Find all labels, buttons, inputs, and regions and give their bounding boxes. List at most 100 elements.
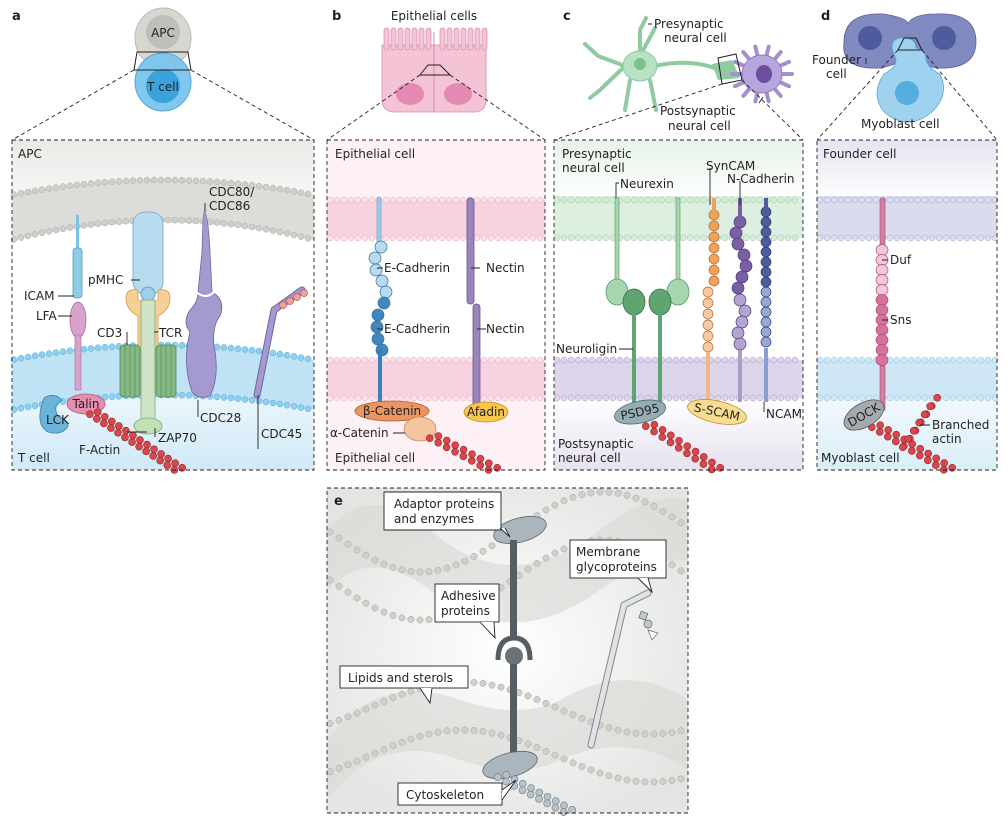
lipid-head — [335, 716, 343, 724]
lipid-head — [438, 356, 446, 364]
lipid-head — [213, 393, 221, 401]
lipid-head — [956, 356, 964, 364]
lipid-head — [403, 196, 411, 204]
lipid-head — [347, 234, 355, 242]
lipid-head — [10, 191, 18, 198]
lipid-head — [424, 394, 432, 402]
lipid-head — [438, 234, 446, 242]
postsynaptic-neuron — [730, 44, 794, 104]
lipid-head — [991, 356, 999, 364]
myoblast-region-label: Myoblast cell — [821, 451, 900, 465]
lipid-head — [830, 234, 838, 242]
lipid-head — [501, 196, 509, 204]
domain-bead — [369, 263, 383, 277]
f-actin-filament — [641, 420, 725, 474]
actin-bead — [467, 457, 476, 465]
lipid-head — [38, 229, 46, 237]
lipid-head — [977, 234, 985, 242]
lipid-head — [66, 182, 74, 189]
lipid-head — [122, 217, 130, 225]
lipid-head — [777, 234, 785, 242]
lipid-head — [865, 234, 873, 242]
actin-bead — [476, 461, 485, 470]
actin-bead — [108, 417, 116, 426]
lipid-head — [10, 236, 18, 243]
lipid-head — [742, 356, 750, 364]
lipid-head — [344, 588, 352, 596]
microvillus — [481, 27, 488, 51]
lipid-head — [587, 489, 595, 497]
postsynaptic-region-label-2: neural cell — [558, 451, 621, 465]
lipid-head — [551, 501, 559, 509]
lipid-head — [581, 234, 589, 242]
syncam-protein — [702, 198, 720, 402]
lipid-head — [396, 234, 404, 242]
lfa-label: LFA — [36, 309, 57, 323]
microvillus — [397, 27, 404, 51]
lipid-head — [872, 196, 880, 204]
lipid-head — [501, 356, 509, 364]
lipid-head — [542, 506, 550, 514]
myoblast-overview-label: Myoblast cell — [861, 117, 940, 131]
lipid-head — [171, 176, 179, 184]
lipid-head — [970, 234, 978, 242]
domain-bead — [708, 275, 720, 287]
lipid-head — [560, 497, 568, 505]
actin-bead — [658, 433, 667, 441]
lipid-head — [542, 554, 550, 562]
cytoskeleton-label: Cytoskeleton — [406, 788, 484, 802]
lipid-head — [371, 749, 379, 757]
lipid-head — [830, 196, 838, 204]
lipid-head — [354, 234, 362, 242]
lipid-head — [101, 219, 109, 227]
domain-bead — [702, 319, 714, 331]
lower-membrane — [327, 360, 545, 398]
actin-bead — [707, 465, 716, 474]
lipid-head — [164, 176, 172, 184]
lipid-head — [220, 179, 228, 186]
zoom-box — [897, 37, 923, 51]
cdc45-protein — [253, 286, 308, 399]
lipid-head — [115, 178, 123, 185]
lipid-head — [248, 223, 256, 231]
lipid-head — [410, 196, 418, 204]
presynaptic-region-label-1: Presynaptic — [562, 147, 632, 161]
lipid-head — [17, 405, 25, 412]
lipid-head — [389, 196, 397, 204]
lipid-head — [276, 350, 284, 358]
lipid-head — [560, 545, 568, 553]
factin-label: F-Actin — [79, 443, 120, 457]
lipid-head — [24, 353, 32, 361]
lipid-head — [389, 394, 397, 402]
lipid-head — [340, 394, 348, 402]
leader-lines — [58, 203, 259, 449]
lipid-head — [949, 356, 957, 364]
lipid-head — [844, 356, 852, 364]
lipid-head — [672, 394, 680, 402]
actin-bead — [641, 422, 650, 431]
lipid-head — [637, 196, 645, 204]
domain-bead — [375, 274, 389, 288]
lipid-head — [396, 356, 404, 364]
ncam-protein — [760, 198, 772, 402]
lipid-head — [777, 356, 785, 364]
lipid-head — [470, 727, 478, 734]
lipid-head — [659, 507, 667, 515]
lipid-head — [461, 726, 469, 734]
lipid-head — [651, 234, 659, 242]
lipid-head — [816, 234, 824, 242]
lipid-head — [659, 730, 667, 737]
lipid-head — [728, 394, 736, 402]
lipid-head — [227, 179, 235, 187]
overview-leaders — [648, 23, 764, 104]
lipid-head — [560, 356, 568, 364]
lipid-head — [416, 616, 424, 624]
lipid-head — [368, 356, 376, 364]
cytoskeleton-bead — [493, 773, 502, 782]
domain-bead — [731, 281, 745, 295]
lipid-head — [596, 488, 604, 496]
lipid-head — [900, 196, 908, 204]
lipid-head — [984, 394, 992, 402]
lipid-head — [213, 178, 221, 186]
lipid-head — [192, 177, 200, 184]
